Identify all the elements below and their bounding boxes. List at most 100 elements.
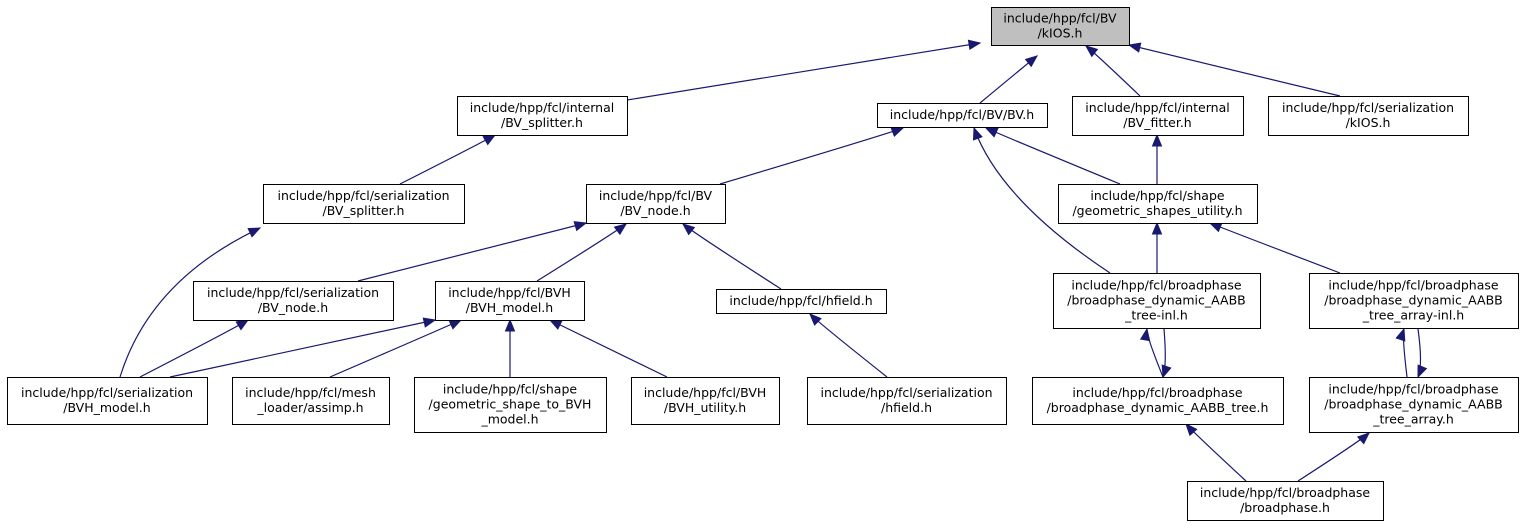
node-label-line: include/hpp/fcl/BV/BV.h bbox=[890, 107, 1034, 122]
node-label-line: /broadphase_dynamic_AABB bbox=[1324, 293, 1503, 308]
node-label-line: include/hpp/fcl/BV bbox=[599, 188, 713, 203]
node-box bbox=[991, 7, 1130, 46]
arrowhead-icon bbox=[890, 127, 905, 138]
arrowhead-icon bbox=[1084, 45, 1099, 58]
edge-line bbox=[1297, 432, 1370, 482]
arrowhead-icon bbox=[681, 223, 696, 236]
node-label-line: include/hpp/fcl/internal bbox=[1085, 100, 1229, 115]
node-box bbox=[807, 377, 1007, 425]
file-node-bv_node[interactable]: include/hpp/fcl/BV/BV_node.h bbox=[586, 184, 726, 224]
file-node-bv_bv[interactable]: include/hpp/fcl/BV/BV.h bbox=[877, 103, 1048, 128]
node-label-line: _model.h bbox=[480, 412, 538, 427]
edge-line bbox=[119, 227, 261, 378]
node-label-line: include/hpp/fcl/broadphase bbox=[1200, 485, 1371, 500]
file-node-serialization_bvh_model[interactable]: include/hpp/fcl/serialization/BVH_model.… bbox=[7, 377, 208, 425]
file-node-serialization_bv_splitter[interactable]: include/hpp/fcl/serialization/BV_splitte… bbox=[263, 184, 465, 224]
node-label-line: /BVH_utility.h bbox=[664, 400, 746, 415]
node-label-line: /BV_node.h bbox=[258, 300, 328, 315]
file-node-geometric_shapes_utility[interactable]: include/hpp/fcl/shape/geometric_shapes_u… bbox=[1058, 184, 1258, 224]
edge-serialization_bvh_model-to-serialization_bv_splitter bbox=[119, 227, 262, 378]
edge-broadphase_dyn_aabb_tree_array_inl-to-geometric_shapes_utility bbox=[1208, 222, 1341, 274]
node-label-line: include/hpp/fcl/shape bbox=[1090, 188, 1224, 203]
arrowhead-icon bbox=[1161, 364, 1172, 379]
edge-line bbox=[626, 42, 981, 101]
arrowhead-icon bbox=[1151, 133, 1163, 147]
node-box bbox=[1268, 96, 1469, 136]
file-node-broadphase_dyn_aabb_tree_inl[interactable]: include/hpp/fcl/broadphase/broadphase_dy… bbox=[1053, 273, 1261, 329]
node-label-line: /broadphase_dynamic_AABB bbox=[1067, 293, 1246, 308]
edge-serialization_kios-to-kios bbox=[1127, 42, 1341, 97]
node-box bbox=[263, 184, 465, 224]
edge-line bbox=[139, 319, 249, 378]
node-label-line: /BV_splitter.h bbox=[501, 115, 583, 130]
arrowhead-icon bbox=[1139, 327, 1151, 342]
node-label-line: include/hpp/fcl/serialization bbox=[277, 188, 449, 203]
node-label-line: include/hpp/fcl/shape bbox=[443, 382, 577, 397]
file-node-broadphase_dyn_aabb_tree_array[interactable]: include/hpp/fcl/broadphase/broadphase_dy… bbox=[1309, 377, 1519, 433]
edge-line bbox=[682, 223, 782, 290]
node-label-line: /geometric_shapes_utility.h bbox=[1072, 203, 1242, 218]
arrowhead-icon bbox=[422, 317, 437, 328]
node-label-line: include/hpp/fcl/serialization bbox=[207, 285, 379, 300]
arrowhead-icon bbox=[1395, 327, 1406, 342]
arrowhead-icon bbox=[504, 318, 516, 332]
node-label-line: /BV_splitter.h bbox=[323, 203, 405, 218]
node-label-line: include/hpp/fcl/serialization bbox=[1282, 100, 1454, 115]
edge-line bbox=[549, 319, 668, 378]
node-label-line: _tree_array.h bbox=[1372, 412, 1454, 427]
file-node-broadphase[interactable]: include/hpp/fcl/broadphase/broadphase.h bbox=[1187, 481, 1384, 521]
node-box bbox=[414, 377, 607, 433]
file-node-bvh_utility[interactable]: include/hpp/fcl/BVH/BVH_utility.h bbox=[631, 377, 780, 425]
edge-line bbox=[973, 127, 1111, 274]
edge-line bbox=[399, 134, 496, 185]
edge-internal_bv_fitter-to-kios bbox=[1084, 45, 1141, 97]
edge-geometric_shapes_utility-to-bv_bv bbox=[984, 127, 1121, 185]
edge-broadphase_dyn_aabb_tree-to-broadphase_dyn_aabb_tree_inl bbox=[1139, 327, 1164, 378]
file-node-bvh_model[interactable]: include/hpp/fcl/BVH/BVH_model.h bbox=[435, 281, 585, 321]
node-label-line: include/hpp/fcl/BVH bbox=[644, 385, 767, 400]
file-node-serialization_hfield[interactable]: include/hpp/fcl/serialization/hfield.h bbox=[807, 377, 1007, 425]
file-node-kios[interactable]: include/hpp/fcl/BV/kIOS.h bbox=[991, 7, 1130, 46]
edge-broadphase_dyn_aabb_tree_array_inl-to-broadphase_dyn_aabb_tree_array bbox=[1417, 328, 1428, 379]
node-label-line: include/hpp/fcl/hfield.h bbox=[729, 293, 872, 308]
node-box bbox=[1058, 184, 1258, 224]
arrowhead-icon bbox=[448, 319, 463, 330]
node-box bbox=[193, 281, 394, 321]
node-box bbox=[1187, 481, 1384, 521]
node-label-line: /BVH_model.h bbox=[466, 300, 553, 315]
arrowhead-icon bbox=[1024, 55, 1039, 68]
edge-serialization_bvh_model-to-serialization_bv_node bbox=[139, 319, 250, 378]
arrowhead-icon bbox=[1356, 432, 1370, 445]
node-box bbox=[1032, 377, 1284, 425]
arrowhead-icon bbox=[573, 221, 588, 232]
file-node-serialization_kios[interactable]: include/hpp/fcl/serialization/kIOS.h bbox=[1268, 96, 1469, 136]
node-label-line: /broadphase_dynamic_AABB bbox=[1324, 397, 1503, 412]
edge-line bbox=[1128, 44, 1341, 97]
node-label-line: include/hpp/fcl/broadphase bbox=[1328, 382, 1499, 397]
node-label-line: _tree-inl.h bbox=[1124, 308, 1188, 323]
node-label-line: /kIOS.h bbox=[1346, 115, 1391, 130]
node-box bbox=[1072, 96, 1244, 136]
file-node-internal_bv_fitter[interactable]: include/hpp/fcl/internal/BV_fitter.h bbox=[1072, 96, 1244, 136]
node-box bbox=[457, 96, 628, 136]
file-node-broadphase_dyn_aabb_tree_array_inl[interactable]: include/hpp/fcl/broadphase/broadphase_dy… bbox=[1309, 273, 1519, 329]
file-node-serialization_bv_node[interactable]: include/hpp/fcl/serialization/BV_node.h bbox=[193, 281, 394, 321]
edge-hfield-to-bv_node bbox=[681, 223, 782, 290]
node-label-line: include/hpp/fcl/broadphase bbox=[1328, 278, 1499, 293]
edge-broadphase-to-broadphase_dyn_aabb_tree bbox=[1185, 423, 1247, 482]
arrowhead-icon bbox=[235, 319, 250, 331]
edge-broadphase_dyn_aabb_tree_inl-to-broadphase_dyn_aabb_tree bbox=[1161, 328, 1172, 379]
file-node-hfield[interactable]: include/hpp/fcl/hfield.h bbox=[716, 289, 887, 314]
file-node-geometric_shape_to_bvh_model[interactable]: include/hpp/fcl/shape/geometric_shape_to… bbox=[414, 377, 607, 433]
edge-bvh_utility-to-bvh_model bbox=[548, 319, 668, 378]
arrowhead-icon bbox=[247, 227, 262, 238]
edge-geometric_shapes_utility-to-internal_bv_fitter bbox=[1151, 133, 1163, 184]
node-label-line: /BV_fitter.h bbox=[1123, 115, 1191, 130]
edge-line bbox=[1209, 222, 1341, 274]
node-label-line: /kIOS.h bbox=[1038, 26, 1083, 41]
file-node-broadphase_dyn_aabb_tree[interactable]: include/hpp/fcl/broadphase/broadphase_dy… bbox=[1032, 377, 1284, 425]
file-node-internal_bv_splitter[interactable]: include/hpp/fcl/internal/BV_splitter.h bbox=[457, 96, 628, 136]
edge-serialization_hfield-to-hfield bbox=[809, 313, 888, 378]
file-node-mesh_loader_assimp[interactable]: include/hpp/fcl/mesh_loader/assimp.h bbox=[232, 377, 390, 425]
arrowhead-icon bbox=[1127, 42, 1142, 53]
